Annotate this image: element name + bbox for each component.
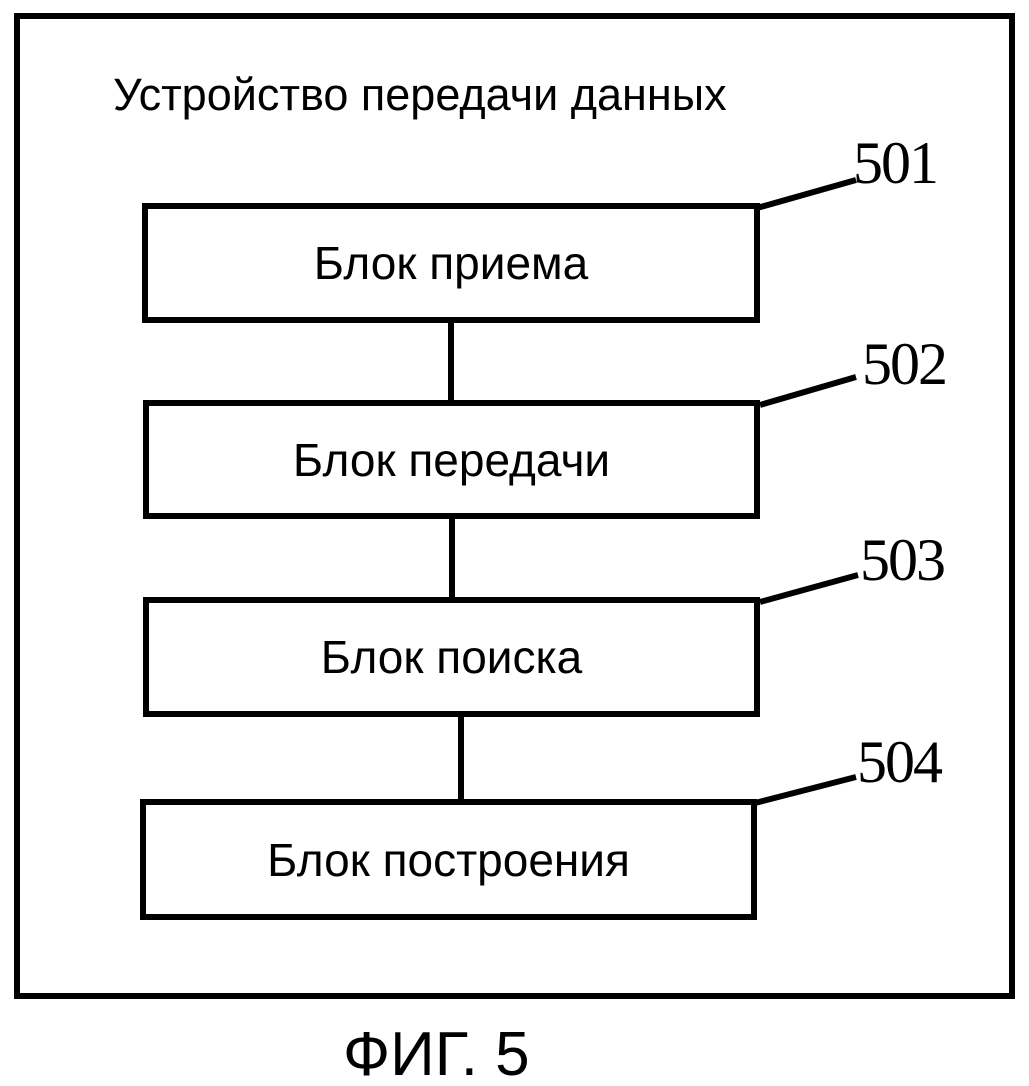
block-search: Блок поиска xyxy=(143,597,760,717)
block-reception: Блок приема xyxy=(142,203,760,323)
figure-caption: ФИГ. 5 xyxy=(343,1020,530,1086)
diagram-title: Устройство передачи данных xyxy=(113,69,727,120)
block-transmission: Блок передачи xyxy=(143,400,760,519)
ref-number-501: 501 xyxy=(853,130,939,196)
block-transmission-label: Блок передачи xyxy=(292,433,611,486)
block-search-label: Блок поиска xyxy=(320,631,583,683)
ref-number-502: 502 xyxy=(862,331,948,397)
block-construction: Блок построения xyxy=(140,799,757,920)
ref-number-503: 503 xyxy=(860,527,946,593)
block-construction-label: Блок построения xyxy=(267,833,630,886)
ref-number-504: 504 xyxy=(857,729,943,795)
block-reception-label: Блок приема xyxy=(313,237,589,289)
device-frame xyxy=(14,13,1015,999)
